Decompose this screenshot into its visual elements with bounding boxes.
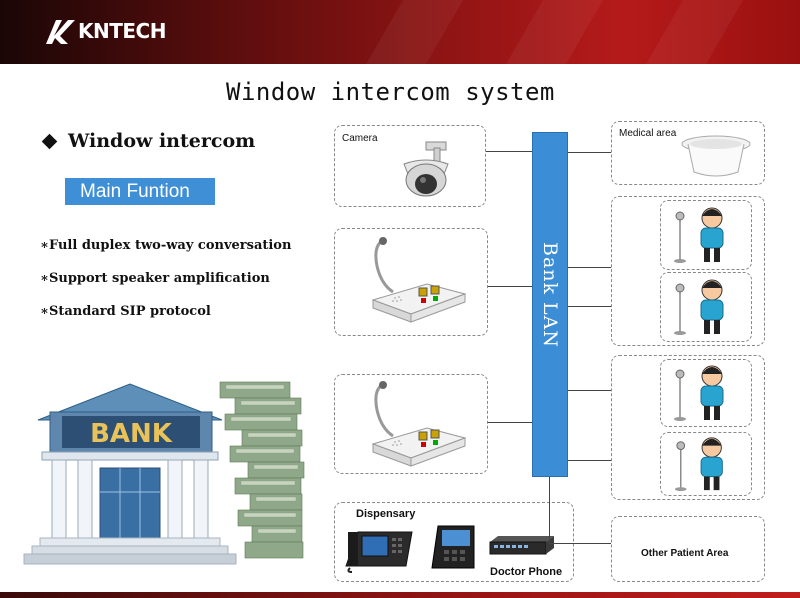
window-intercom-icon: [371, 237, 467, 323]
kntech-logo: KNTECH: [42, 16, 166, 46]
customer-with-mic-icon: [674, 365, 724, 421]
connector: [488, 286, 532, 287]
connector: [549, 543, 611, 544]
footer-bar: [0, 592, 800, 598]
connector: [488, 422, 532, 423]
other-patient-area-box: [611, 516, 765, 582]
customer-with-mic-icon: [674, 207, 724, 263]
ip-phone-icon: [431, 525, 475, 569]
bank-building-icon: BANK: [23, 381, 305, 565]
bank-lan-label: Bank LAN: [539, 241, 561, 349]
kntech-logo-icon: [46, 20, 75, 44]
header-banner: KNTECH: [0, 0, 800, 64]
feature-item: ∗Standard SIP protocol: [40, 304, 211, 319]
connector: [486, 151, 532, 152]
logo-text: KNTECH: [78, 19, 166, 43]
section-heading-text: Window intercom: [68, 130, 256, 152]
other-patient-area-label: Other Patient Area: [641, 548, 729, 559]
customer-with-mic-icon: [674, 437, 723, 492]
bank-lan-bar: [532, 132, 568, 477]
feature-item: ∗Full duplex two-way conversation: [40, 238, 292, 253]
network-switch-icon: [489, 536, 554, 555]
section-heading: Window intercom: [41, 130, 256, 152]
connector: [549, 477, 550, 543]
connector: [568, 152, 611, 153]
medical-area-label: Medical area: [619, 128, 677, 139]
ceiling-speaker-icon: [681, 135, 751, 177]
doctor-phone-label: Doctor Phone: [490, 566, 563, 578]
diamond-bullet-icon: [41, 133, 58, 149]
window-intercom-icon: [371, 381, 467, 467]
feature-item: ∗Support speaker amplification: [40, 271, 270, 286]
camera-label: Camera: [342, 133, 378, 144]
ptz-camera-icon: [403, 141, 449, 197]
main-function-badge: Main Funtion: [65, 178, 215, 205]
page-title: Window intercom system: [226, 78, 555, 106]
dispensary-label: Dispensary: [356, 508, 416, 520]
bank-sign: BANK: [90, 419, 173, 449]
ip-phone-icon: [345, 531, 413, 573]
customer-with-mic-icon: [674, 279, 724, 335]
